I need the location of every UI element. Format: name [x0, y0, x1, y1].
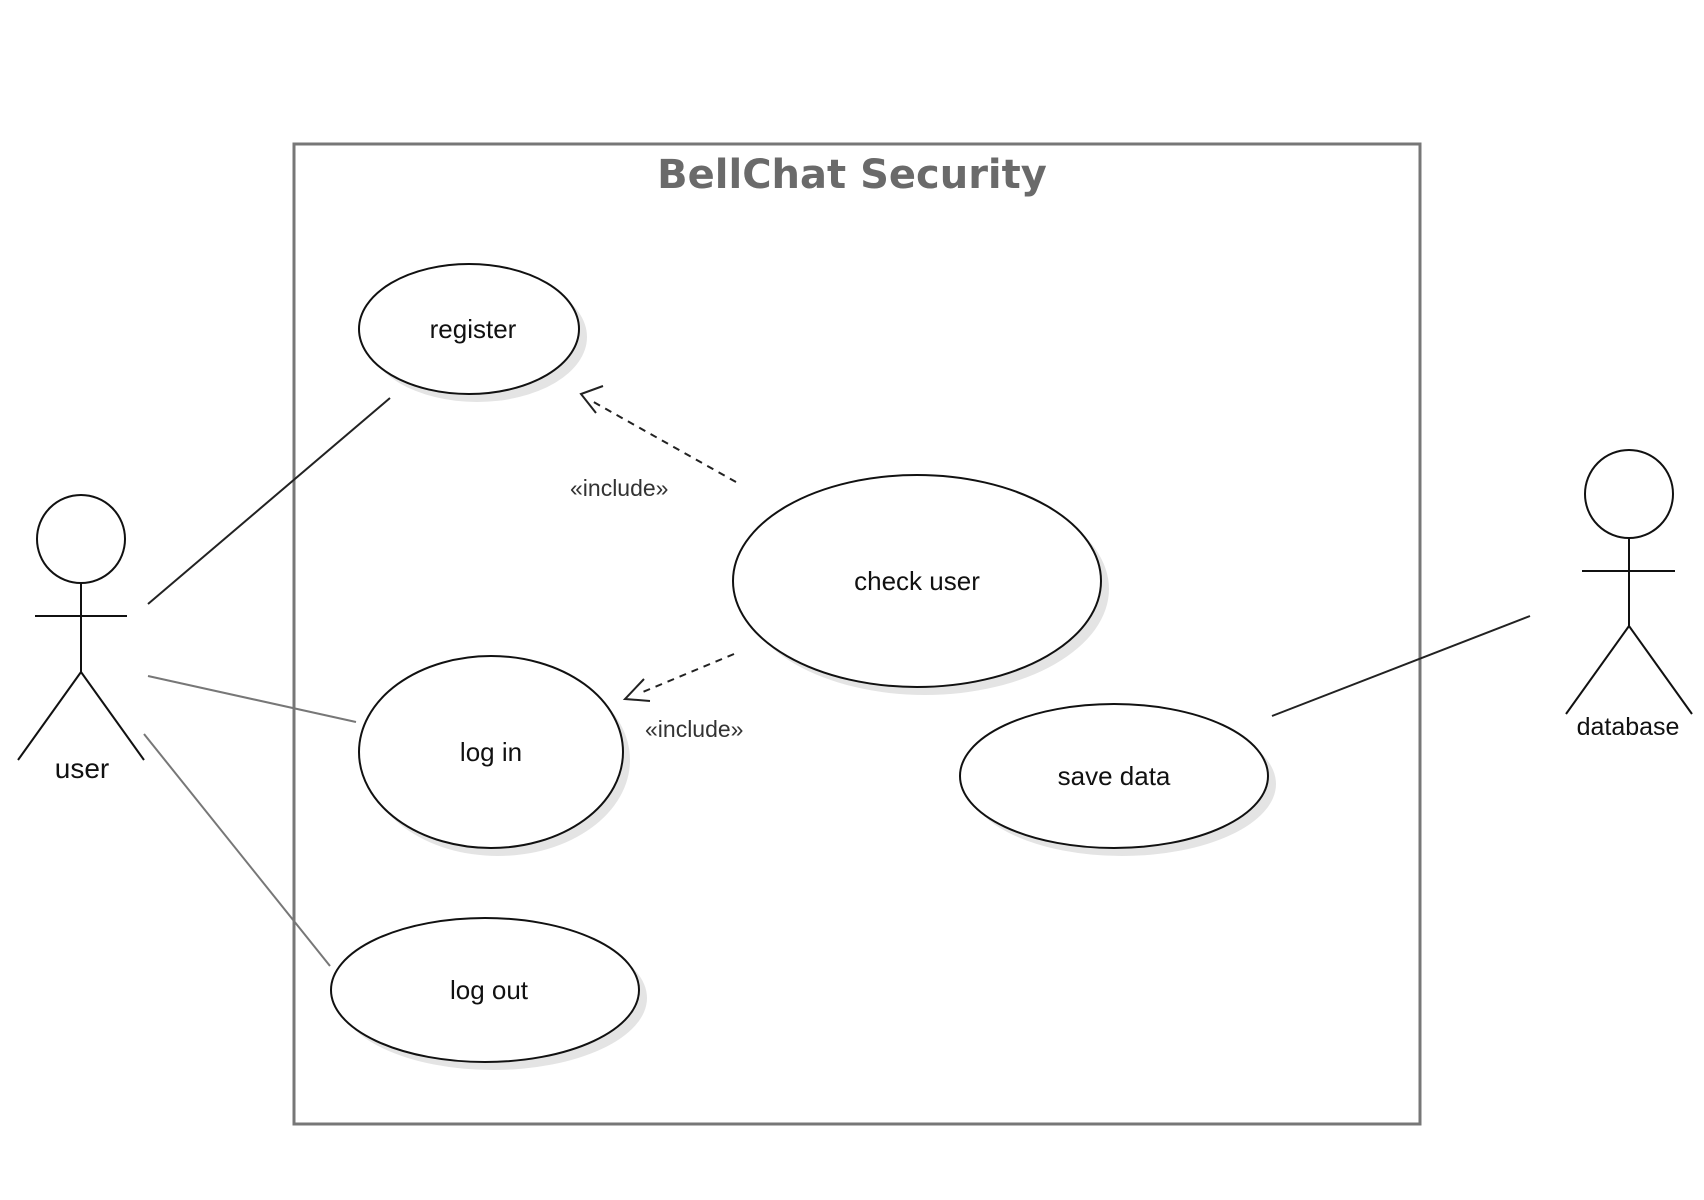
use-case-log-out[interactable]	[330, 917, 640, 1063]
association-user-logout	[143, 733, 331, 967]
use-case-log-in-label: log in	[460, 737, 522, 767]
actor-user-left-leg	[17, 671, 82, 761]
use-case-log-out-label: log out	[450, 975, 529, 1005]
include-label-login: «include»	[645, 716, 743, 742]
actor-database-left-leg	[1565, 625, 1630, 715]
use-case-register[interactable]	[358, 263, 580, 395]
system-title: BellChat Security	[657, 152, 1047, 198]
association-user-login	[147, 675, 357, 723]
association-database-savedata	[1271, 615, 1531, 717]
include-arrowhead-login	[622, 678, 651, 702]
actor-database-right-leg	[1628, 625, 1693, 715]
actor-user-head	[36, 494, 126, 584]
use-case-save-data-label: save data	[1058, 761, 1171, 791]
include-dependency-register	[589, 399, 737, 483]
actor-database-head	[1584, 449, 1674, 539]
use-case-check-user[interactable]	[732, 474, 1102, 688]
use-case-register-label: register	[430, 314, 517, 344]
actor-user-label: user	[55, 753, 109, 784]
use-case-save-data[interactable]	[959, 703, 1269, 849]
actor-user[interactable]: user	[17, 494, 145, 784]
include-label-register: «include»	[570, 475, 668, 501]
include-dependency-login	[637, 653, 735, 695]
actor-database-label: database	[1577, 713, 1680, 741]
include-arrowhead-register	[579, 385, 604, 414]
actor-database[interactable]: database	[1565, 449, 1693, 741]
association-user-register	[147, 397, 391, 605]
use-case-log-in[interactable]	[358, 655, 624, 849]
use-case-check-user-label: check user	[854, 566, 980, 596]
actor-user-right-leg	[80, 671, 145, 761]
